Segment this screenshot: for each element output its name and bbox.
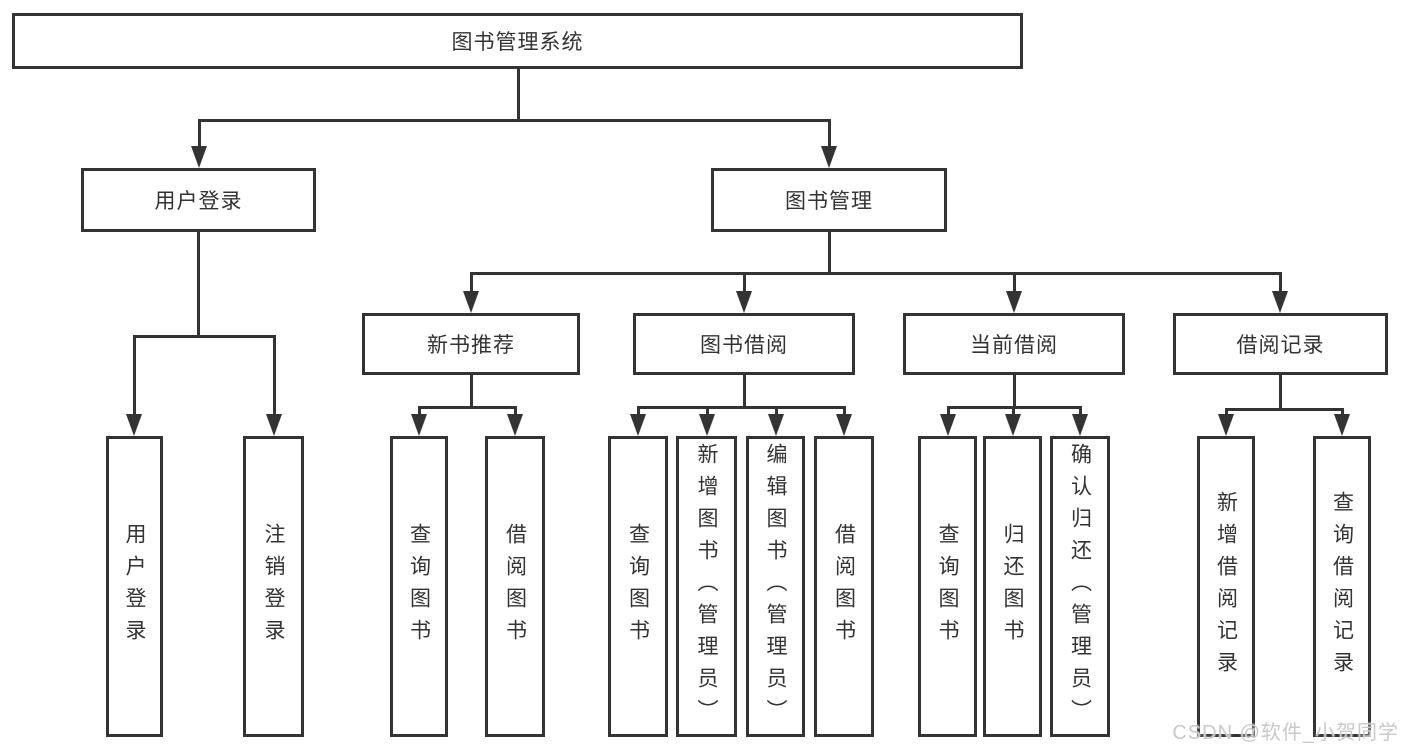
arrowhead-icon xyxy=(1218,414,1234,436)
node-label: 图书管理 xyxy=(785,190,873,213)
node-label: 用户登录 xyxy=(123,522,146,651)
connector-arrow-shaft xyxy=(1340,408,1344,416)
node-label: 借阅图书 xyxy=(503,522,527,651)
node-current-borrowing: 当前借阅 xyxy=(903,313,1125,375)
node-leaf-cb-return-books: 归还图书 xyxy=(983,436,1042,737)
connector-arrow-shaft xyxy=(1078,406,1082,416)
connector-rail xyxy=(1224,408,1344,411)
node-leaf-rec-borrow-books: 借阅图书 xyxy=(485,436,545,737)
connector-rail xyxy=(469,272,1282,275)
node-label: 归还图书 xyxy=(1001,522,1024,651)
arrowhead-icon xyxy=(1006,291,1022,313)
connector-stem xyxy=(827,232,831,272)
connector-arrow-shaft xyxy=(1012,272,1016,293)
connector-arrow-shaft xyxy=(469,272,473,293)
arrowhead-icon xyxy=(630,414,646,436)
connector-arrow-shaft xyxy=(774,406,778,416)
node-leaf-br-query-record: 查询借阅记录 xyxy=(1313,436,1371,737)
arrowhead-icon xyxy=(736,291,752,313)
node-label: 编辑图书（管理员） xyxy=(764,442,787,731)
connector-arrow-shaft xyxy=(842,406,846,416)
node-label: 借阅记录 xyxy=(1236,334,1325,357)
node-leaf-bb-edit-books-admin: 编辑图书（管理员） xyxy=(746,436,805,737)
connector-arrow-shaft xyxy=(705,406,709,416)
connector-arrow-shaft xyxy=(417,406,421,416)
node-leaf-logout: 注销登录 xyxy=(243,436,304,737)
arrowhead-icon xyxy=(463,291,479,313)
connector-stem xyxy=(1012,375,1016,406)
node-leaf-bb-borrow-books: 借阅图书 xyxy=(814,436,874,737)
connector-arrow-shaft xyxy=(132,335,136,416)
arrowhead-icon xyxy=(1005,414,1021,436)
node-book-borrowing: 图书借阅 xyxy=(633,313,855,375)
connector-arrow-shaft xyxy=(742,272,746,293)
node-label: 借阅图书 xyxy=(832,522,856,651)
node-label: 新书推荐 xyxy=(427,334,515,357)
connector-stem xyxy=(1278,375,1282,408)
arrowhead-icon xyxy=(1072,414,1088,436)
node-user-login: 用户登录 xyxy=(81,168,316,232)
node-leaf-rec-query-books: 查询图书 xyxy=(390,436,448,737)
node-label: 用户登录 xyxy=(154,190,243,213)
connector-stem xyxy=(516,69,520,119)
node-leaf-bb-query-books: 查询图书 xyxy=(608,436,668,737)
node-library-system: 图书管理系统 xyxy=(12,13,1023,69)
watermark: CSDN @软件_小贺同学 xyxy=(1172,722,1399,744)
connector-arrow-shaft xyxy=(1011,406,1015,416)
node-leaf-br-add-record: 新增借阅记录 xyxy=(1197,436,1255,737)
connector-stem xyxy=(196,232,200,335)
node-label: 图书借阅 xyxy=(700,334,788,357)
arrowhead-icon xyxy=(821,146,837,168)
node-label: 注销登录 xyxy=(262,522,285,651)
arrowhead-icon xyxy=(507,414,523,436)
node-leaf-cb-query-books: 查询图书 xyxy=(918,436,977,737)
node-leaf-user-login: 用户登录 xyxy=(106,436,163,737)
connector-arrow-shaft xyxy=(272,335,276,416)
arrowhead-icon xyxy=(266,414,282,436)
node-label: 新增借阅记录 xyxy=(1214,490,1238,683)
node-leaf-cb-confirm-return-admin: 确认归还（管理员） xyxy=(1050,436,1110,737)
connector-arrow-shaft xyxy=(636,406,640,416)
arrowhead-icon xyxy=(836,414,852,436)
arrowhead-icon xyxy=(940,414,956,436)
node-leaf-bb-add-books-admin: 新增图书（管理员） xyxy=(676,436,737,737)
connector-arrow-shaft xyxy=(946,406,950,416)
connector-stem xyxy=(742,375,746,406)
node-label: 查询图书 xyxy=(407,522,431,651)
arrowhead-icon xyxy=(126,414,142,436)
arrowhead-icon xyxy=(1334,414,1350,436)
connector-rail xyxy=(417,406,517,409)
node-new-book-recommendation: 新书推荐 xyxy=(362,313,580,375)
connector-arrow-shaft xyxy=(513,406,517,416)
connector-rail xyxy=(636,406,846,409)
connector-arrow-shaft xyxy=(1278,272,1282,293)
arrowhead-icon xyxy=(1272,291,1288,313)
arrowhead-icon xyxy=(191,146,207,168)
node-label: 确认归还（管理员） xyxy=(1068,442,1092,731)
node-book-management: 图书管理 xyxy=(711,168,947,232)
arrowhead-icon xyxy=(411,414,427,436)
connector-rail xyxy=(132,335,276,338)
arrowhead-icon xyxy=(768,414,784,436)
node-label: 查询图书 xyxy=(626,522,650,651)
node-borrowing-records: 借阅记录 xyxy=(1173,313,1388,375)
connector-arrow-shaft xyxy=(197,119,201,148)
node-label: 图书管理系统 xyxy=(451,31,584,54)
node-label: 当前借阅 xyxy=(970,334,1058,357)
connector-arrow-shaft xyxy=(827,119,831,148)
node-label: 查询图书 xyxy=(936,522,959,651)
connector-arrow-shaft xyxy=(1224,408,1228,416)
node-label: 新增图书（管理员） xyxy=(695,442,718,731)
connector-rail xyxy=(197,119,831,122)
connector-stem xyxy=(469,375,473,406)
node-label: 查询借阅记录 xyxy=(1330,490,1354,683)
arrowhead-icon xyxy=(699,414,715,436)
